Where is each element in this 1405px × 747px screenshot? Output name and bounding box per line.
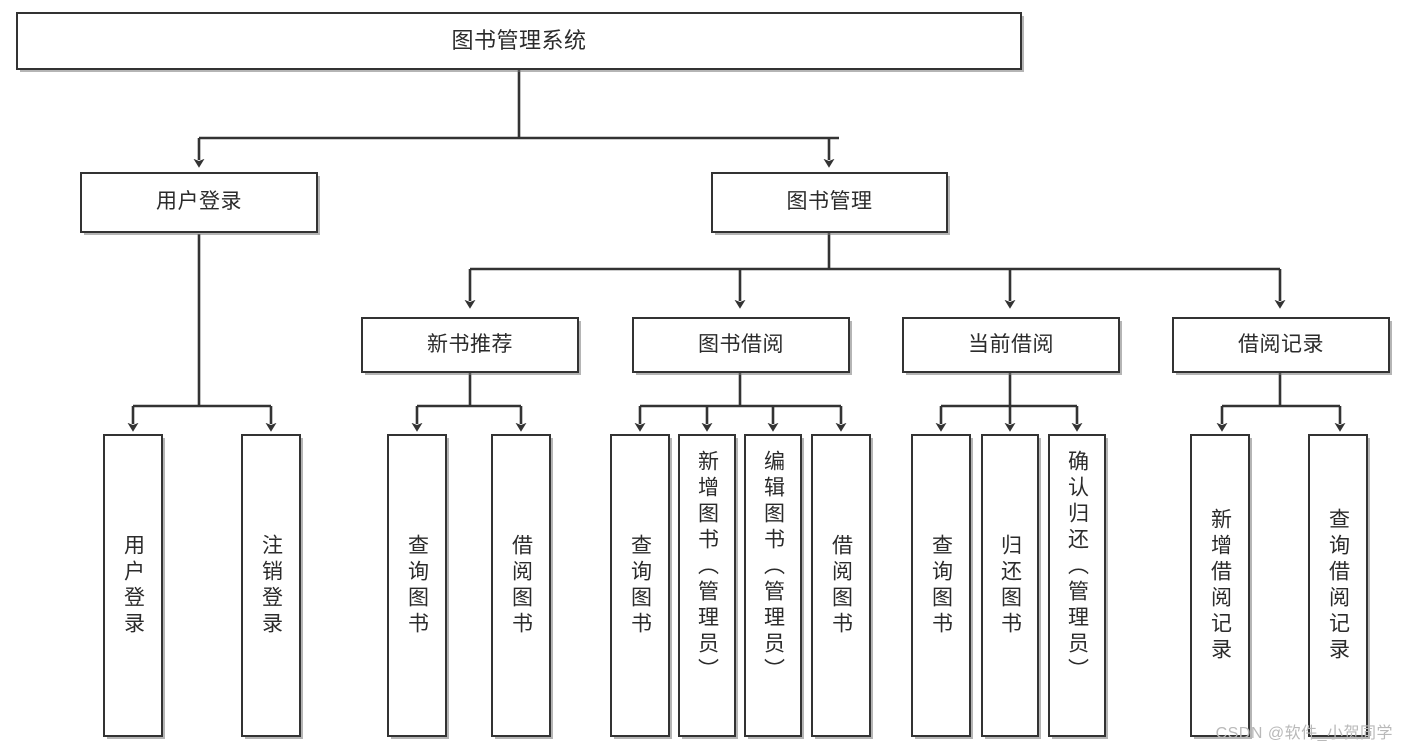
node-leaf-query-book-c-label: 查询图书 (929, 533, 953, 638)
node-leaf-query-book-a-label: 查询图书 (405, 533, 429, 638)
node-book-borrow[interactable]: 图书借阅 (632, 317, 850, 373)
node-leaf-borrow-book-b-label: 借阅图书 (829, 533, 853, 638)
node-user-login-label: 用户登录 (156, 190, 242, 214)
node-book-borrow-label: 图书借阅 (698, 332, 784, 356)
node-leaf-add-book[interactable]: 新增图书（管理员） (678, 434, 736, 737)
node-leaf-query-book-a[interactable]: 查询图书 (387, 434, 447, 737)
node-new-book-rec[interactable]: 新书推荐 (361, 317, 579, 373)
node-leaf-return-book-label: 归还图书 (998, 533, 1022, 638)
node-leaf-logout-label: 注销登录 (259, 533, 283, 638)
node-leaf-query-book-c[interactable]: 查询图书 (911, 434, 971, 737)
node-leaf-query-book-b-label: 查询图书 (628, 533, 652, 638)
node-current-borrow-label: 当前借阅 (968, 332, 1054, 356)
node-book-manage[interactable]: 图书管理 (711, 172, 948, 233)
node-root-label: 图书管理系统 (451, 28, 587, 54)
node-current-borrow[interactable]: 当前借阅 (902, 317, 1120, 373)
node-leaf-confirm-return-label: 确认归还（管理员） (1065, 450, 1089, 684)
node-leaf-add-record-label: 新增借阅记录 (1208, 507, 1232, 664)
node-leaf-add-record[interactable]: 新增借阅记录 (1190, 434, 1250, 737)
node-leaf-logout[interactable]: 注销登录 (241, 434, 301, 737)
node-leaf-user-login-label: 用户登录 (121, 533, 145, 638)
node-user-login[interactable]: 用户登录 (80, 172, 318, 233)
node-leaf-borrow-book-a-label: 借阅图书 (509, 533, 533, 638)
node-leaf-edit-book-label: 编辑图书（管理员） (761, 450, 785, 684)
node-borrow-record-label: 借阅记录 (1238, 332, 1324, 356)
node-leaf-borrow-book-a[interactable]: 借阅图书 (491, 434, 551, 737)
node-leaf-user-login[interactable]: 用户登录 (103, 434, 163, 737)
node-book-manage-label: 图书管理 (786, 190, 873, 214)
node-root[interactable]: 图书管理系统 (16, 12, 1022, 70)
node-leaf-borrow-book-b[interactable]: 借阅图书 (811, 434, 871, 737)
node-new-book-rec-label: 新书推荐 (427, 332, 513, 356)
node-leaf-query-book-b[interactable]: 查询图书 (610, 434, 670, 737)
csdn-watermark: CSDN @软件_小贺同学 (1215, 725, 1393, 742)
node-leaf-edit-book[interactable]: 编辑图书（管理员） (744, 434, 802, 737)
node-leaf-return-book[interactable]: 归还图书 (981, 434, 1039, 737)
node-leaf-query-record[interactable]: 查询借阅记录 (1308, 434, 1368, 737)
node-leaf-query-record-label: 查询借阅记录 (1326, 507, 1350, 664)
node-borrow-record[interactable]: 借阅记录 (1172, 317, 1390, 373)
node-leaf-add-book-label: 新增图书（管理员） (695, 450, 719, 684)
node-leaf-confirm-return[interactable]: 确认归还（管理员） (1048, 434, 1106, 737)
